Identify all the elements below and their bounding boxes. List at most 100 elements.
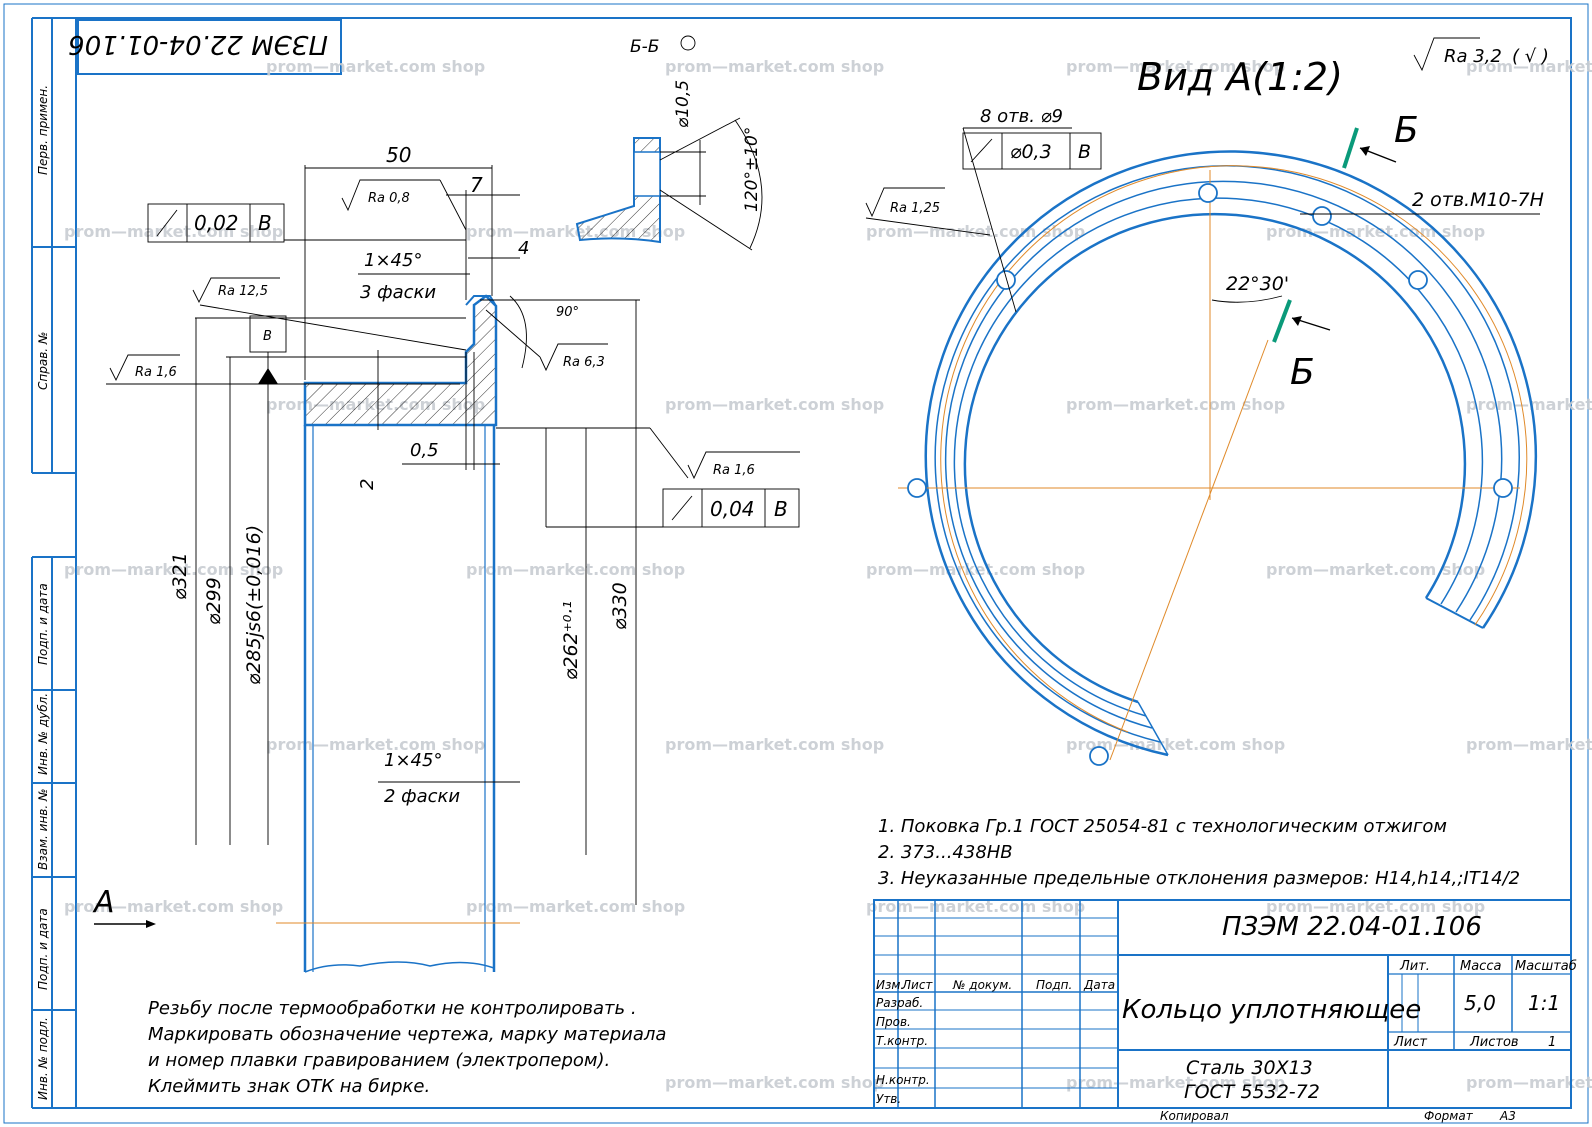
tb-ndokum: № докум. <box>952 978 1012 992</box>
side-podp-data-1: Подп. и дата <box>36 583 50 665</box>
code-box-rotated <box>77 19 342 75</box>
ra-general-suffix: ( √ ) <box>1512 46 1549 67</box>
watermark: prom—market.com shop <box>665 1073 884 1092</box>
watermark: prom—market.com shop <box>64 222 283 241</box>
tb-massa: Масса <box>1460 959 1501 974</box>
watermark: prom—market.com shop <box>1066 395 1285 414</box>
tb-mass-value: 5,0 <box>1464 991 1496 1015</box>
watermark: prom—market.com shop <box>1466 57 1592 76</box>
title-name: Кольцо уплотняющее <box>1122 995 1421 1025</box>
watermark: prom—market.com shop <box>866 560 1085 579</box>
view-a-label: А <box>92 885 115 920</box>
watermark: prom—market.com shop <box>665 57 884 76</box>
tb-prov: Пров. <box>876 1015 911 1029</box>
datum-b-label: В <box>263 329 272 344</box>
material-1: Сталь 30Х13 <box>1186 1057 1313 1079</box>
ra-08: Ra 0,8 <box>368 191 410 206</box>
tb-scale-value: 1:1 <box>1528 991 1560 1015</box>
watermark: prom—market.com shop <box>64 560 283 579</box>
ra-16-right: Ra 1,6 <box>713 463 755 478</box>
watermarks: prom—market.com shop prom—market.com sho… <box>64 57 1592 1092</box>
angle-90: 90° <box>556 305 579 320</box>
outer-border <box>3 3 1589 1124</box>
watermark: prom—market.com shop <box>1466 735 1592 754</box>
dia-321: ⌀321 <box>169 552 191 600</box>
detail-bb: Б-Б ⌀10,5 120°±10° <box>575 35 763 251</box>
tol1-value: 0,02 <box>194 211 239 235</box>
inner-frame <box>75 17 1572 1109</box>
tb-nkontr: Н.контр. <box>876 1073 930 1087</box>
tb-listov: Листов <box>1469 1035 1519 1050</box>
dim-7: 7 <box>470 173 483 197</box>
tb-format-value: А3 <box>1499 1109 1516 1123</box>
note-2: 2. 373...438НВ <box>878 842 1013 863</box>
dim-2: 2 <box>357 479 378 490</box>
dia-262: ⌀262⁺⁰·¹ <box>560 601 582 680</box>
side-inv-dubl: Инв. № дубл. <box>36 693 50 775</box>
side-perv-primen: Перв. примен. <box>36 85 50 175</box>
note-3: 3. Неуказанные предельные отклонения раз… <box>878 868 1520 889</box>
tb-tkontr: Т.контр. <box>876 1034 928 1048</box>
watermark: prom—market.com shop <box>1266 222 1485 241</box>
material-2: ГОСТ 5532-72 <box>1184 1081 1320 1103</box>
dim-50: 50 <box>386 143 411 167</box>
tb-list: Лист <box>1393 1035 1427 1050</box>
watermark: prom—market.com shop <box>1066 1073 1285 1092</box>
tb-data: Дата <box>1083 978 1115 992</box>
tb-razrab: Разраб. <box>876 996 923 1010</box>
detail-angle: 120°±10° <box>742 127 762 212</box>
side-strip <box>31 17 76 1109</box>
ra-125: Ra 12,5 <box>218 284 268 299</box>
watermark: prom—market.com shop <box>1066 57 1285 76</box>
watermark: prom—market.com shop <box>866 897 1085 916</box>
ra-63: Ra 6,3 <box>563 355 605 370</box>
code-rotated: ПЗЭМ 22.04-01.106 <box>68 29 328 59</box>
holes-2-label: 2 отв.М10-7Н <box>1412 189 1544 211</box>
title-block: ПЗЭМ 22.04-01.106 Кольцо уплотняющее Ста… <box>873 899 1577 1123</box>
watermark: prom—market.com shop <box>64 897 283 916</box>
watermark: prom—market.com shop <box>1266 897 1485 916</box>
watermark: prom—market.com shop <box>866 222 1085 241</box>
view-a: Вид А(1:2) Ra 3,2 ( √ ) <box>865 37 1549 766</box>
cut-b-bottom: Б <box>1290 352 1315 393</box>
tol2-ref: В <box>774 497 788 521</box>
notes: 1. Поковка Гр.1 ГОСТ 25054-81 с технолог… <box>878 816 1520 889</box>
dia-330: ⌀330 <box>609 582 631 630</box>
remark-3: и номер плавки гравированием (электропер… <box>148 1050 610 1071</box>
watermark: prom—market.com shop <box>466 560 685 579</box>
tb-list-col: Лист <box>901 978 933 992</box>
watermark: prom—market.com shop <box>665 735 884 754</box>
side-inv-podl: Инв. № подл. <box>36 1017 50 1100</box>
dia-299: ⌀299 <box>203 577 225 625</box>
cut-b-top: Б <box>1394 110 1419 151</box>
watermark: prom—market.com shop <box>1266 560 1485 579</box>
remark-4: Клеймить знак ОТК на бирке. <box>148 1076 430 1097</box>
detail-dia-105: ⌀10,5 <box>673 80 693 128</box>
ra-general: Ra 3,2 <box>1444 46 1502 67</box>
ra-16-left: Ra 1,6 <box>135 365 177 380</box>
chamfer-top-2: 3 фаски <box>360 282 436 303</box>
side-vzam-inv: Взам. инв. № <box>36 789 50 870</box>
side-podp-data-2: Подп. и дата <box>36 908 50 990</box>
tb-format: Формат <box>1424 1109 1474 1123</box>
remark-1: Резьбу после термообработки не контролир… <box>148 998 637 1019</box>
watermark: prom—market.com shop <box>466 897 685 916</box>
view-tol-value: ⌀0,3 <box>1010 141 1052 163</box>
tb-lit: Лит. <box>1399 959 1430 974</box>
dim-4: 4 <box>518 238 529 259</box>
side-sprav: Справ. № <box>36 332 50 390</box>
tb-podp: Подп. <box>1036 978 1072 992</box>
view-title: Вид А(1:2) <box>1137 55 1343 99</box>
remarks: Резьбу после термообработки не контролир… <box>148 998 666 1097</box>
watermark: prom—market.com shop <box>665 395 884 414</box>
view-ra-125: Ra 1,25 <box>890 201 940 216</box>
chamfer-bot-2: 2 фаски <box>384 786 460 807</box>
detail-label: Б-Б <box>630 37 659 57</box>
tol1-ref: В <box>258 211 272 235</box>
tol2-value: 0,04 <box>710 497 755 521</box>
tb-kopiroval: Копировал <box>1160 1109 1229 1123</box>
watermark: prom—market.com shop <box>266 735 485 754</box>
view-angle: 22°30' <box>1226 273 1289 295</box>
tb-utv: Утв. <box>876 1092 901 1106</box>
